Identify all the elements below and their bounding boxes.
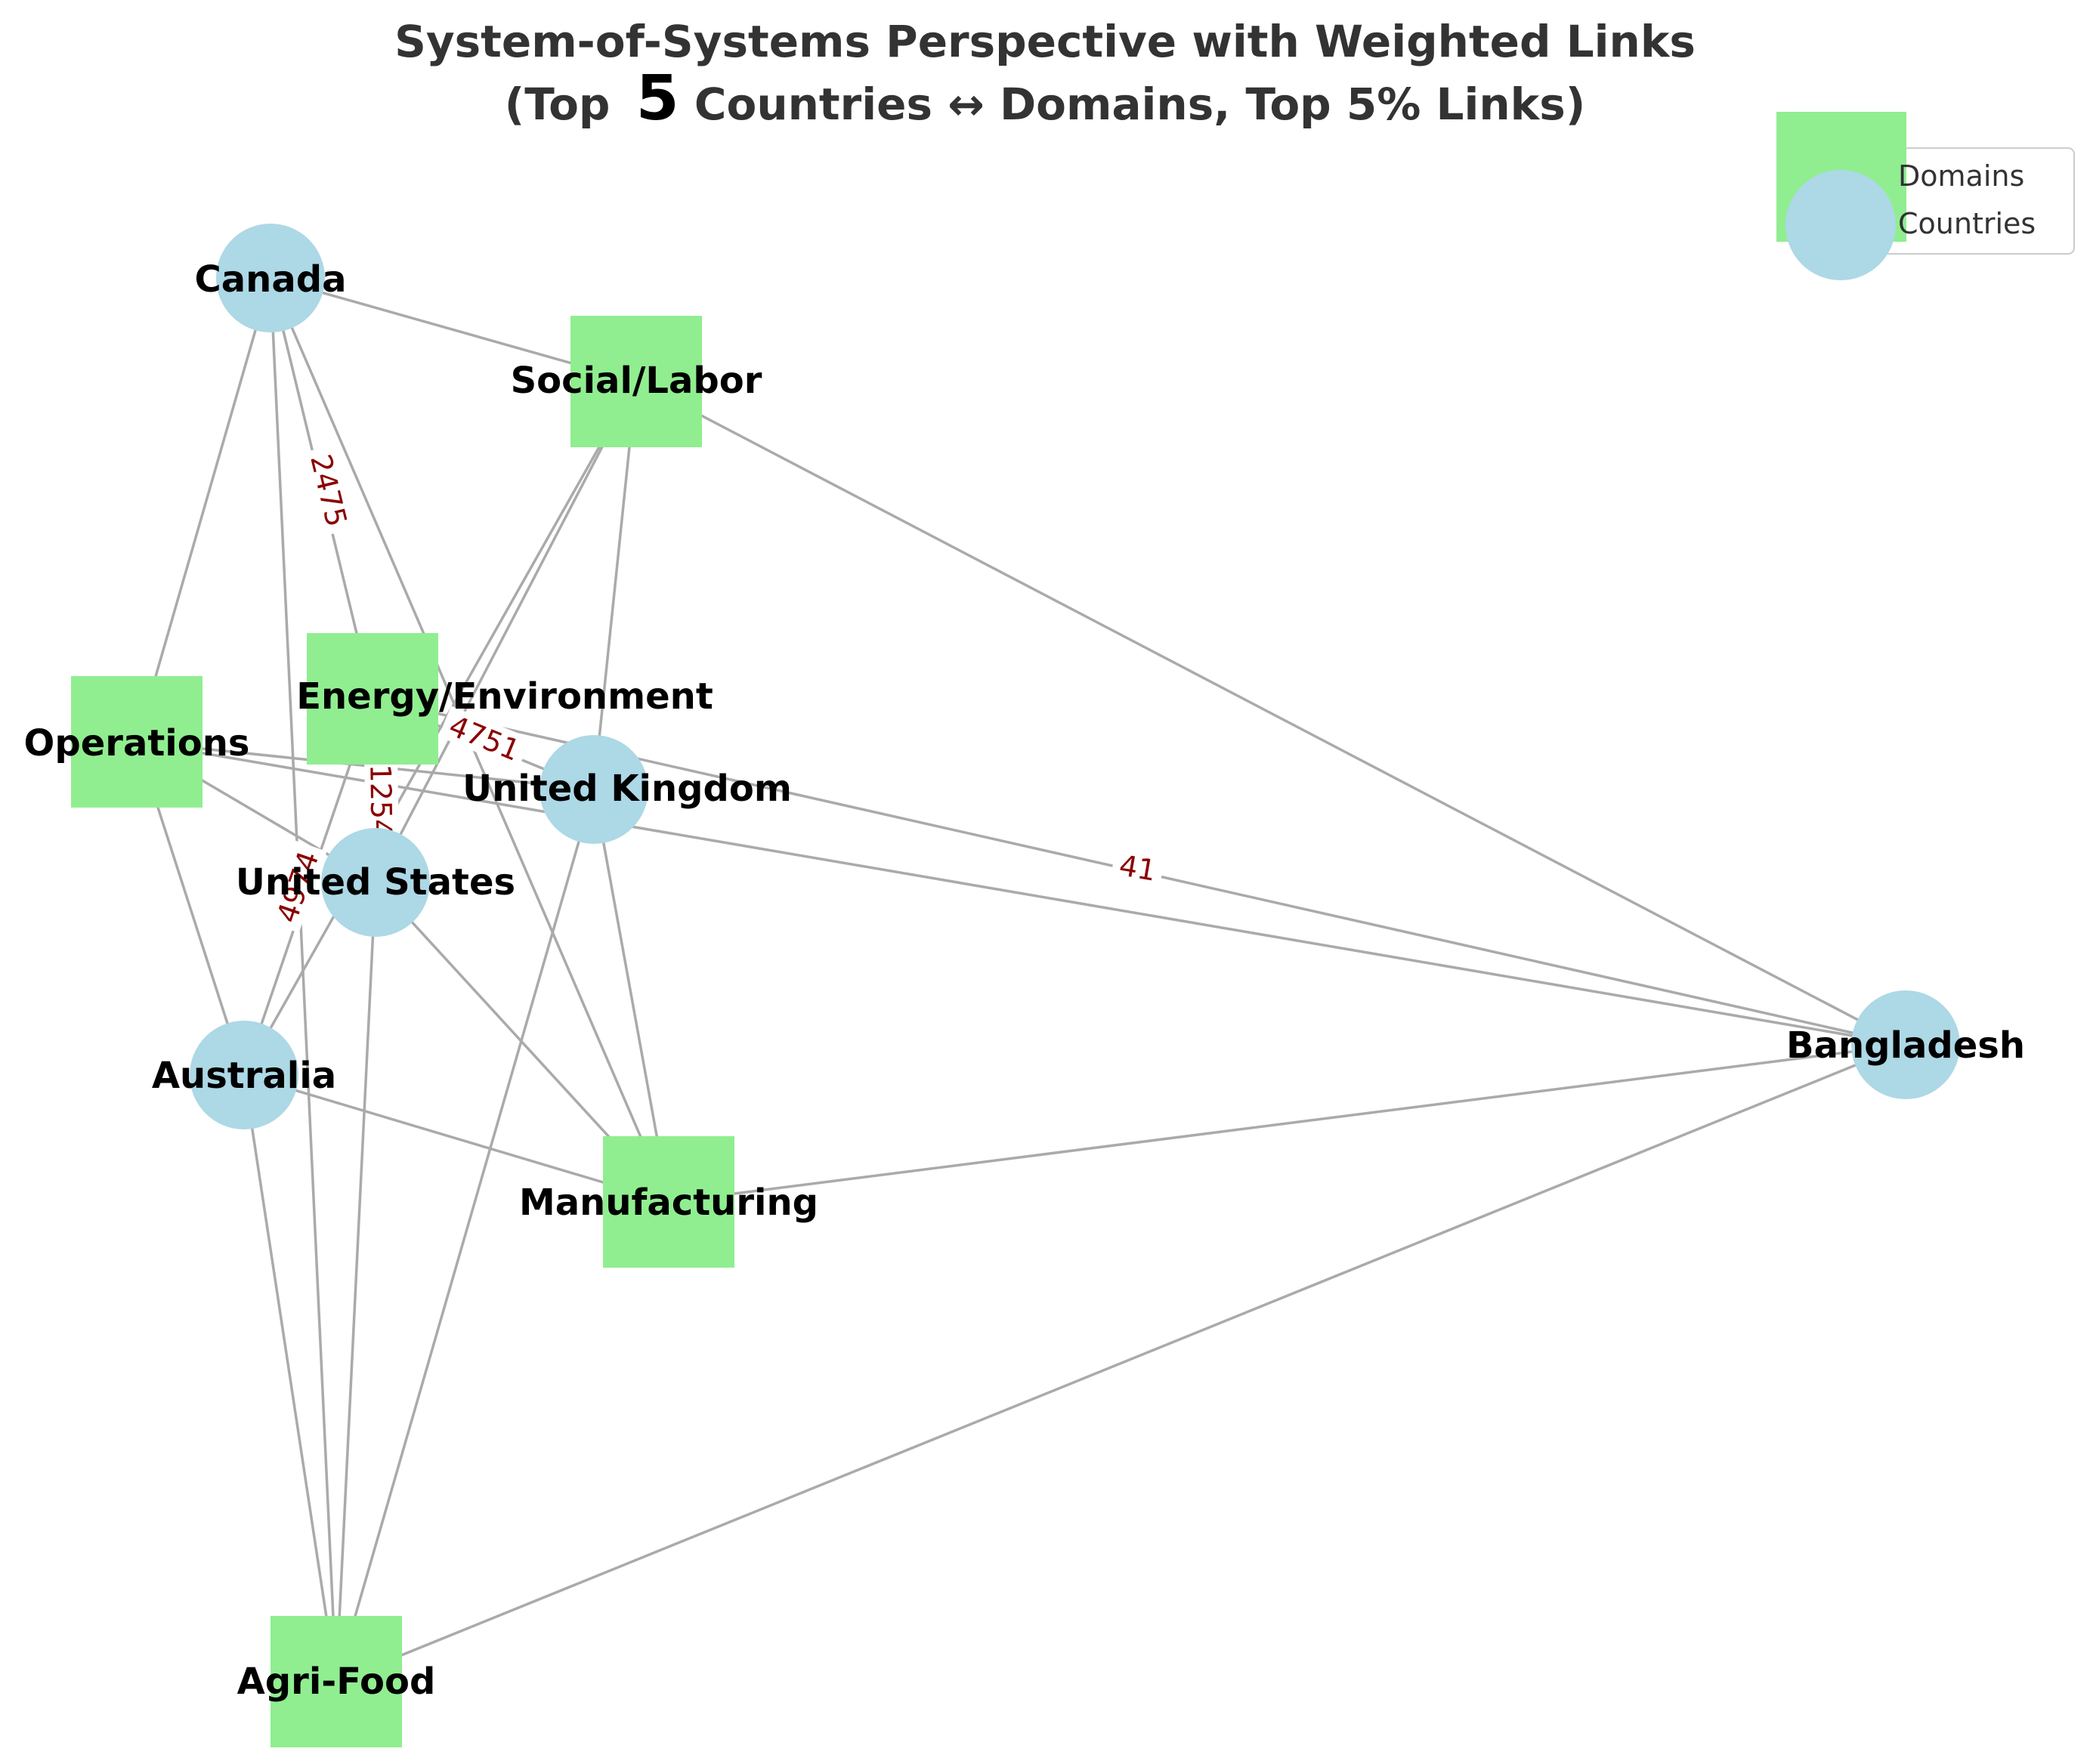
edge-us-agrifood [335, 882, 377, 1682]
node-manufacturing [603, 1136, 734, 1268]
node-label-energy: Energy/Environment [296, 675, 713, 718]
edge-weight-bg [1110, 846, 1165, 888]
edge-weight-bg [303, 444, 356, 536]
node-label-uk: United Kingdom [462, 768, 792, 810]
edge-bangladesh-agrifood [335, 1043, 1906, 1683]
edge-weight-text: 2475 [304, 451, 354, 530]
title-suffix: Countries ↔ Domains, Top 5% Links) [694, 79, 1585, 130]
edge-weight-bg [438, 706, 531, 770]
node-label-agrifood: Agri-Food [237, 1661, 436, 1703]
legend-country-swatch [1785, 170, 1896, 280]
node-label-us: United States [236, 861, 515, 904]
title-prefix: (Top [505, 79, 626, 130]
node-label-operations: Operations [24, 722, 250, 765]
edge-social-uk [592, 381, 638, 790]
node-labels-layer: CanadaSocial/LaborEnergy/EnvironmentOper… [24, 258, 2025, 1703]
edge-social-us [374, 381, 638, 883]
edge-social-bangladesh [635, 380, 1906, 1046]
edges-layer [135, 276, 1906, 1683]
title-number: 5 [636, 63, 679, 134]
legend-countries-label: Countries [1898, 207, 2036, 240]
edge-weight-operations-bangladesh: 41 [1110, 846, 1165, 888]
node-bangladesh [1851, 990, 1960, 1099]
title-line-2: (Top 5 Countries ↔ Domains, Top 5% Links… [505, 63, 1586, 134]
node-agrifood [271, 1616, 402, 1747]
edge-australia-agrifood [243, 1074, 338, 1682]
edge-social-australia [243, 381, 638, 1076]
node-social [570, 316, 702, 447]
edge-weight-energy-us: 1254 [363, 757, 399, 845]
edge-weight-bg [267, 840, 327, 933]
node-label-australia: Australia [152, 1055, 336, 1097]
legend-domains-label: Domains [1898, 159, 2024, 193]
nodes-layer [71, 224, 1960, 1747]
node-label-social: Social/Labor [511, 360, 762, 402]
node-label-canada: Canada [195, 258, 347, 301]
node-operations [71, 676, 203, 808]
node-uk [540, 735, 648, 844]
edge-operations-bangladesh [136, 740, 1906, 1046]
node-us [321, 828, 430, 937]
legend: Domains Countries [1776, 112, 2075, 280]
edge-australia-manufacturing [243, 1074, 669, 1203]
title-line-1: System-of-Systems Perspective with Weigh… [394, 16, 1696, 67]
edge-canada-operations [135, 277, 272, 743]
edge-uk-manufacturing [592, 789, 670, 1203]
node-energy [307, 633, 438, 765]
node-australia [190, 1021, 298, 1129]
edge-canada-agrifood [269, 277, 338, 1682]
edge-weight-text: 1254 [363, 764, 398, 837]
edge-manufacturing-bangladesh [668, 1043, 1906, 1203]
node-label-manufacturing: Manufacturing [519, 1182, 818, 1224]
node-canada [216, 224, 325, 332]
node-label-bangladesh: Bangladesh [1786, 1024, 2025, 1067]
edge-weight-text: 41 [1117, 848, 1158, 888]
edge-weight-text: 4751 [444, 709, 524, 768]
edge-weight-bg [364, 757, 399, 845]
edge-uk-agrifood [335, 789, 595, 1682]
